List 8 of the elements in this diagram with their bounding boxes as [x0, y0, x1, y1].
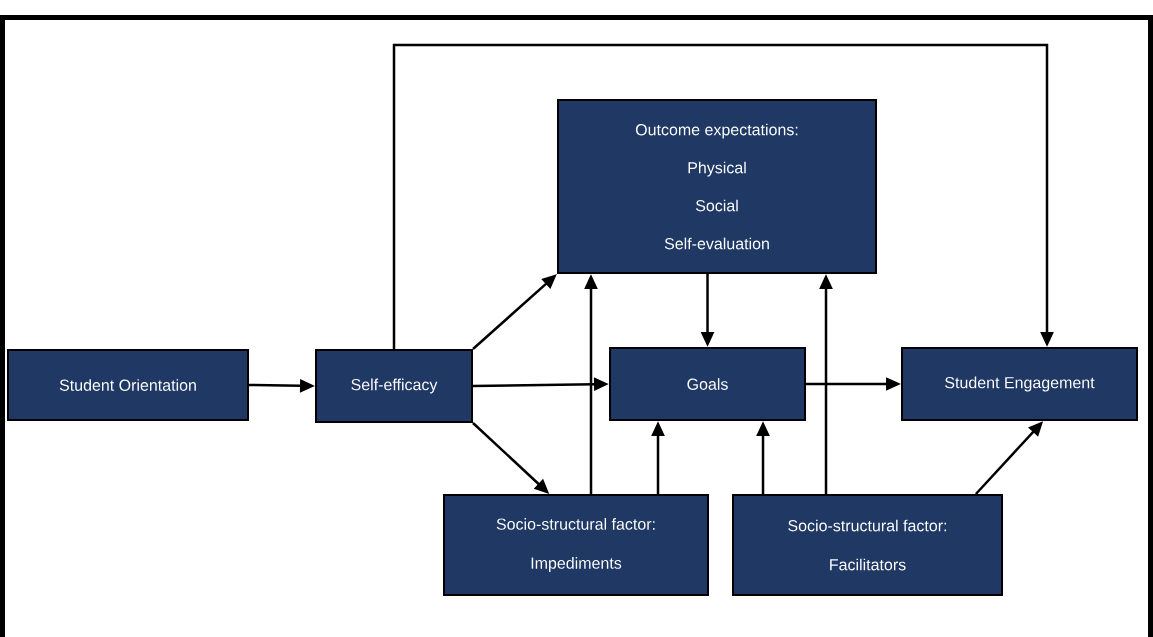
process-box: Socio-structural factor: Impediments: [443, 494, 709, 596]
process-box: Student Orientation: [7, 349, 249, 421]
process-box: Socio-structural factor: Facilitators: [732, 494, 1003, 596]
process-box: Outcome expectations: Physical Social Self-evaluation: [557, 99, 877, 274]
process-box: Student Engagement: [901, 347, 1138, 421]
arrow: [392, 43, 1054, 349]
process-box: Goals: [609, 347, 806, 421]
process-box: Self-efficacy: [315, 349, 473, 423]
